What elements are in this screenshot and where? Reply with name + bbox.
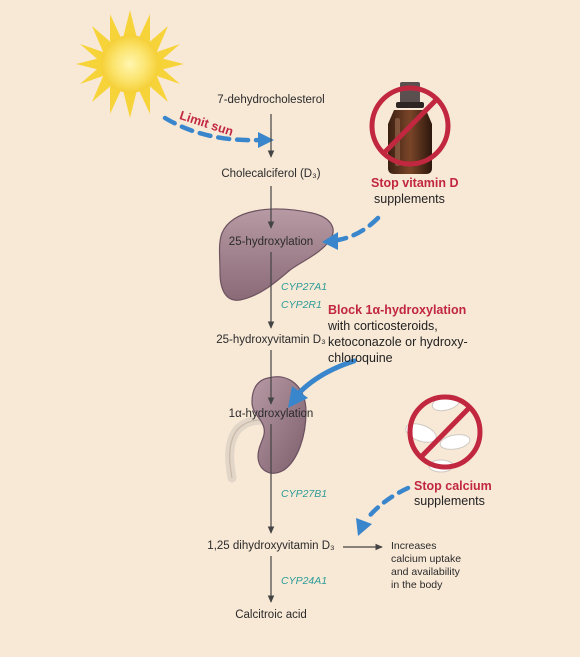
- enzyme-cyp27a1: CYP27A1: [281, 281, 328, 293]
- label-25-hydroxylation: 25-hydroxylation: [228, 236, 314, 248]
- effect-line-3: and availability: [391, 566, 460, 578]
- block-hydroxylation-details: with corticosteroids, ketoconazole or hy…: [328, 318, 468, 366]
- calcium-arrowhead: [356, 518, 372, 536]
- sun-icon: [76, 10, 184, 118]
- vitd-dashed-arrow: [335, 215, 381, 243]
- label-7-dehydrocholesterol: 7-dehydrocholesterol: [217, 94, 325, 106]
- block-hydroxylation-title: Block 1α-hydroxylation: [328, 303, 467, 317]
- stop-calcium-sub: supplements: [414, 494, 485, 508]
- block-arrowhead: [288, 386, 308, 408]
- label-25-hydroxyvitamin-d3: 25-hydroxyvitamin D₃: [216, 334, 326, 346]
- sun-arrowhead: [258, 132, 274, 148]
- stop-vitamin-d-sub: supplements: [374, 192, 445, 206]
- enzyme-cyp24a1: CYP24A1: [281, 575, 328, 587]
- effect-line-4: in the body: [391, 579, 443, 591]
- enzyme-cyp2r1: CYP2R1: [281, 299, 322, 311]
- enzyme-cyp27b1: CYP27B1: [281, 488, 328, 500]
- vitd-arrowhead: [322, 232, 338, 250]
- stop-calcium-title: Stop calcium: [414, 479, 492, 493]
- calcium-dashed-arrow: [363, 485, 411, 523]
- block-line-1: with corticosteroids,: [328, 319, 438, 333]
- liver-icon: [218, 208, 334, 301]
- label-calcitroic-acid: Calcitroic acid: [235, 609, 307, 621]
- effect-note: Increases calcium uptake and availabilit…: [391, 540, 461, 592]
- stop-vitamin-d-title: Stop vitamin D: [371, 176, 459, 190]
- effect-line-2: calcium uptake: [391, 553, 462, 565]
- block-arrow: [297, 358, 357, 395]
- label-125-dihydroxyvitamin-d3: 1,25 dihydroxyvitamin D₃: [207, 540, 335, 552]
- effect-line-1: Increases: [391, 540, 437, 552]
- calcium-pills-icon: [405, 394, 471, 473]
- block-line-2: ketoconazole or hydroxy-: [328, 335, 468, 349]
- block-line-3: chloroquine: [328, 351, 393, 365]
- prohibition-icon: [369, 85, 451, 167]
- sun-dashed-arrow: [162, 115, 263, 143]
- pathway-arrows: [267, 114, 383, 603]
- label-cholecalciferol: Cholecalciferol (D₃): [221, 168, 321, 180]
- calcium-prohibition-icon: [407, 394, 483, 470]
- label-1a-hydroxylation: 1α-hydroxylation: [228, 408, 314, 420]
